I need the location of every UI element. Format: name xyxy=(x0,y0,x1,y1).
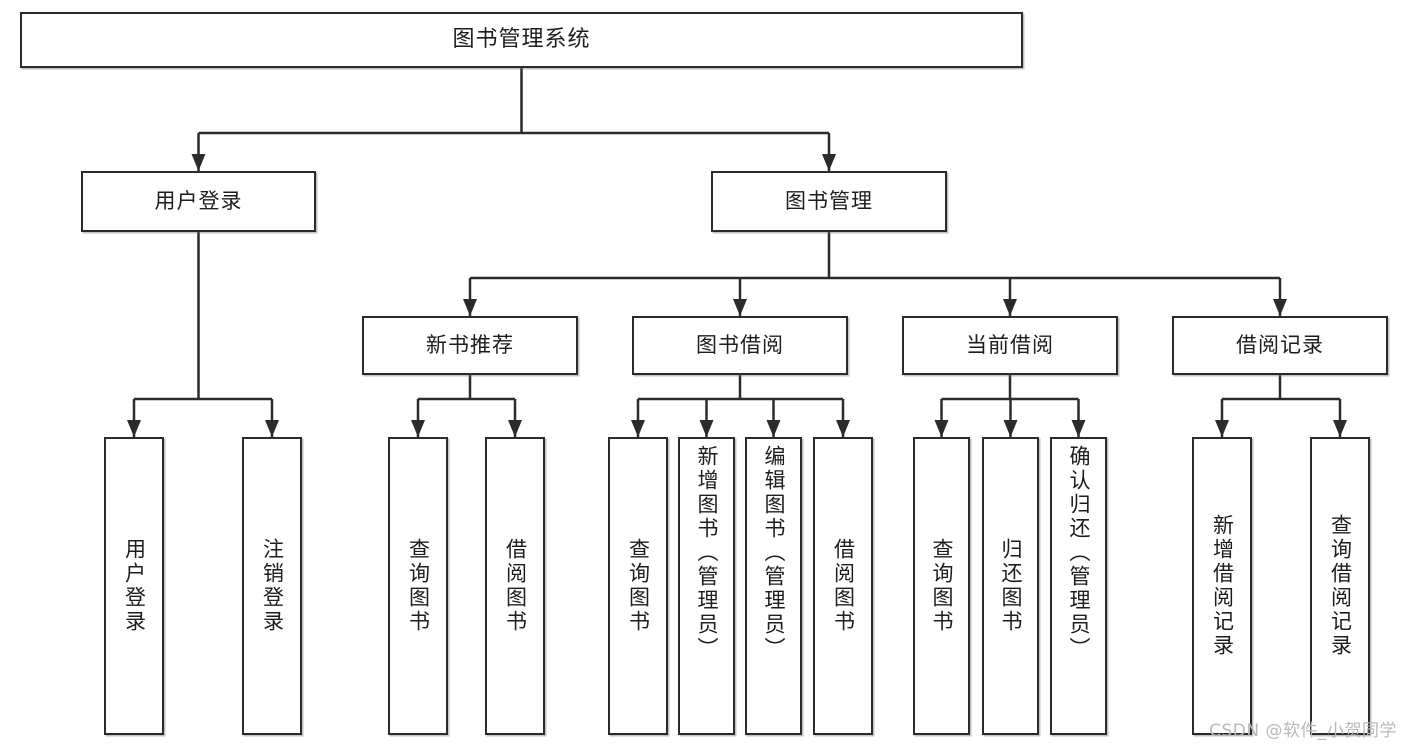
node-label: 查询图书 xyxy=(626,538,651,634)
node-label: 归还图书 xyxy=(999,538,1023,634)
node-label: 编辑图书（管理员） xyxy=(762,445,786,661)
node-leaf-edit-book-admin[interactable]: 编辑图书（管理员） xyxy=(745,437,802,735)
node-label: 用户登录 xyxy=(154,188,243,213)
node-book-manage[interactable]: 图书管理 xyxy=(711,171,947,232)
node-leaf-query-book-recommend[interactable]: 查询图书 xyxy=(388,437,448,735)
node-label: 新书推荐 xyxy=(426,332,514,357)
node-label: 查询借阅记录 xyxy=(1328,514,1353,658)
node-label: 借阅图书 xyxy=(503,538,528,634)
node-leaf-return-book[interactable]: 归还图书 xyxy=(982,437,1039,735)
node-leaf-user-login[interactable]: 用户登录 xyxy=(104,437,164,735)
node-current-borrow[interactable]: 当前借阅 xyxy=(902,316,1118,375)
csdn-watermark: CSDN @软件_小贺同学 xyxy=(1209,721,1397,741)
node-borrow-record[interactable]: 借阅记录 xyxy=(1172,316,1388,375)
node-label: 用户登录 xyxy=(122,538,147,634)
node-label: 借阅记录 xyxy=(1236,332,1324,357)
node-label: 新增图书（管理员） xyxy=(695,445,719,661)
node-leaf-add-borrow-record[interactable]: 新增借阅记录 xyxy=(1192,437,1252,735)
node-leaf-confirm-return-admin[interactable]: 确认归还（管理员） xyxy=(1050,437,1107,735)
node-label: 注销登录 xyxy=(260,538,285,634)
node-label: 确认归还（管理员） xyxy=(1067,445,1091,661)
node-label: 图书管理系统 xyxy=(452,26,591,52)
node-book-borrow[interactable]: 图书借阅 xyxy=(632,316,848,375)
node-label: 当前借阅 xyxy=(966,332,1054,357)
node-label: 查询图书 xyxy=(930,538,954,634)
node-leaf-add-book-admin[interactable]: 新增图书（管理员） xyxy=(678,437,735,735)
node-leaf-borrow-book-recommend[interactable]: 借阅图书 xyxy=(485,437,545,735)
node-leaf-borrow-book[interactable]: 借阅图书 xyxy=(813,437,873,735)
node-leaf-user-logout[interactable]: 注销登录 xyxy=(242,437,302,735)
node-leaf-query-book-current[interactable]: 查询图书 xyxy=(913,437,970,735)
node-label: 新增借阅记录 xyxy=(1210,514,1235,658)
node-label: 图书管理 xyxy=(785,188,873,213)
node-leaf-query-book-borrow[interactable]: 查询图书 xyxy=(608,437,668,735)
node-label: 借阅图书 xyxy=(831,538,856,634)
node-label: 查询图书 xyxy=(406,538,431,634)
node-root-system[interactable]: 图书管理系统 xyxy=(20,12,1023,68)
node-label: 图书借阅 xyxy=(696,332,784,357)
node-user-login[interactable]: 用户登录 xyxy=(81,171,316,232)
node-new-book-recommend[interactable]: 新书推荐 xyxy=(362,316,578,375)
node-leaf-query-borrow-record[interactable]: 查询借阅记录 xyxy=(1310,437,1370,735)
